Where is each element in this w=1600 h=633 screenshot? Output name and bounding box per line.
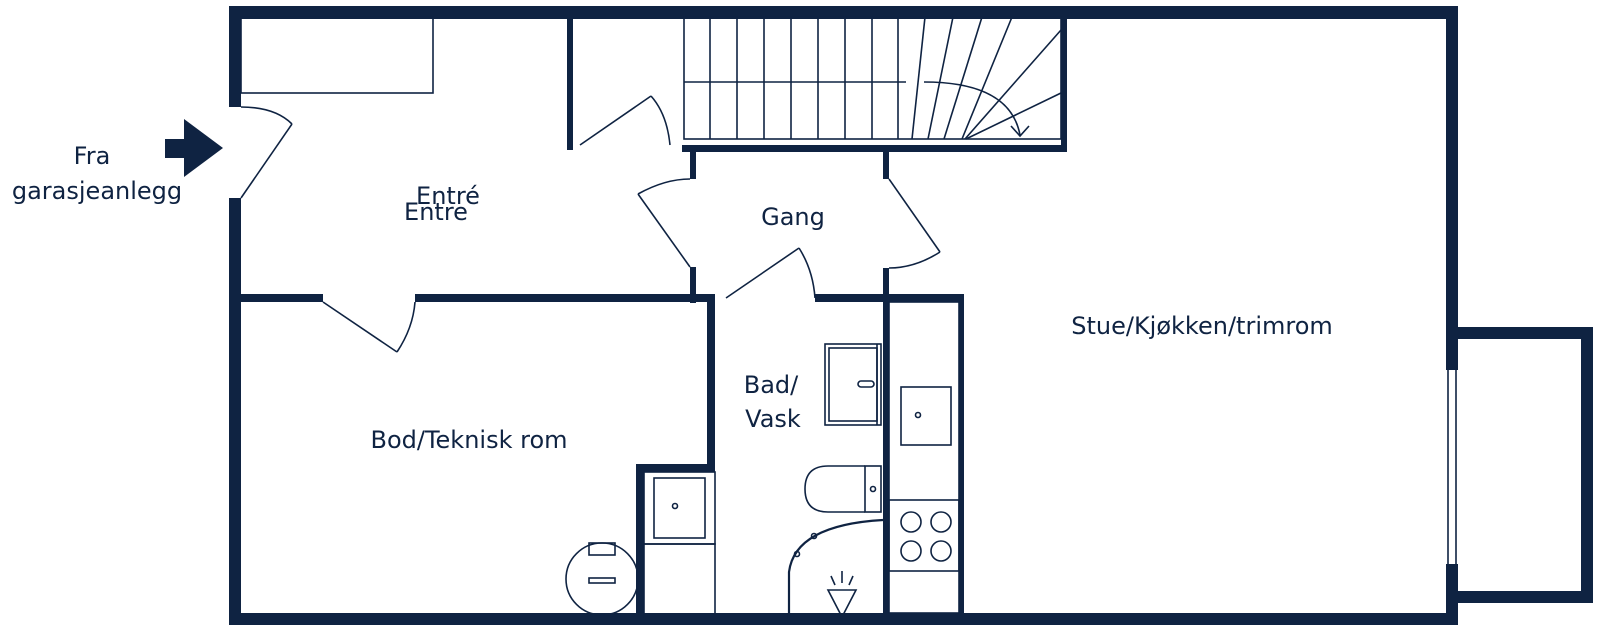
staircase (683, 16, 1062, 140)
room-label-stue: Stue/Kjøkken/trimrom (1071, 312, 1333, 340)
arrow-right-icon (165, 119, 223, 177)
room-label-bod: Bod/Teknisk rom (370, 426, 567, 454)
wardrobe (240, 16, 434, 94)
stair-hall-door (579, 95, 671, 146)
bathroom-sink (824, 343, 882, 426)
entrance-door (240, 106, 293, 199)
bod-door (322, 301, 416, 353)
bad-door (725, 247, 816, 299)
room-label-bad-line2: Vask (745, 405, 801, 433)
entrance-label-line2: garasjeanlegg (12, 177, 182, 205)
kitchen-counter (888, 301, 960, 614)
window-east (1447, 370, 1457, 564)
room-label-entre-duplicate: Entre (404, 198, 468, 226)
walls (229, 6, 1593, 625)
gang-door-right (888, 178, 941, 269)
utility-sink (643, 471, 716, 618)
toilet (804, 465, 882, 513)
entrance-label-line1: Fra (74, 142, 111, 170)
room-label-entre: Entré (416, 182, 480, 210)
room-label-gang: Gang (761, 203, 825, 231)
shower (787, 518, 884, 619)
water-heater (565, 542, 639, 616)
gang-door-left (637, 178, 691, 268)
room-label-bad-line1: Bad/ (744, 371, 799, 399)
